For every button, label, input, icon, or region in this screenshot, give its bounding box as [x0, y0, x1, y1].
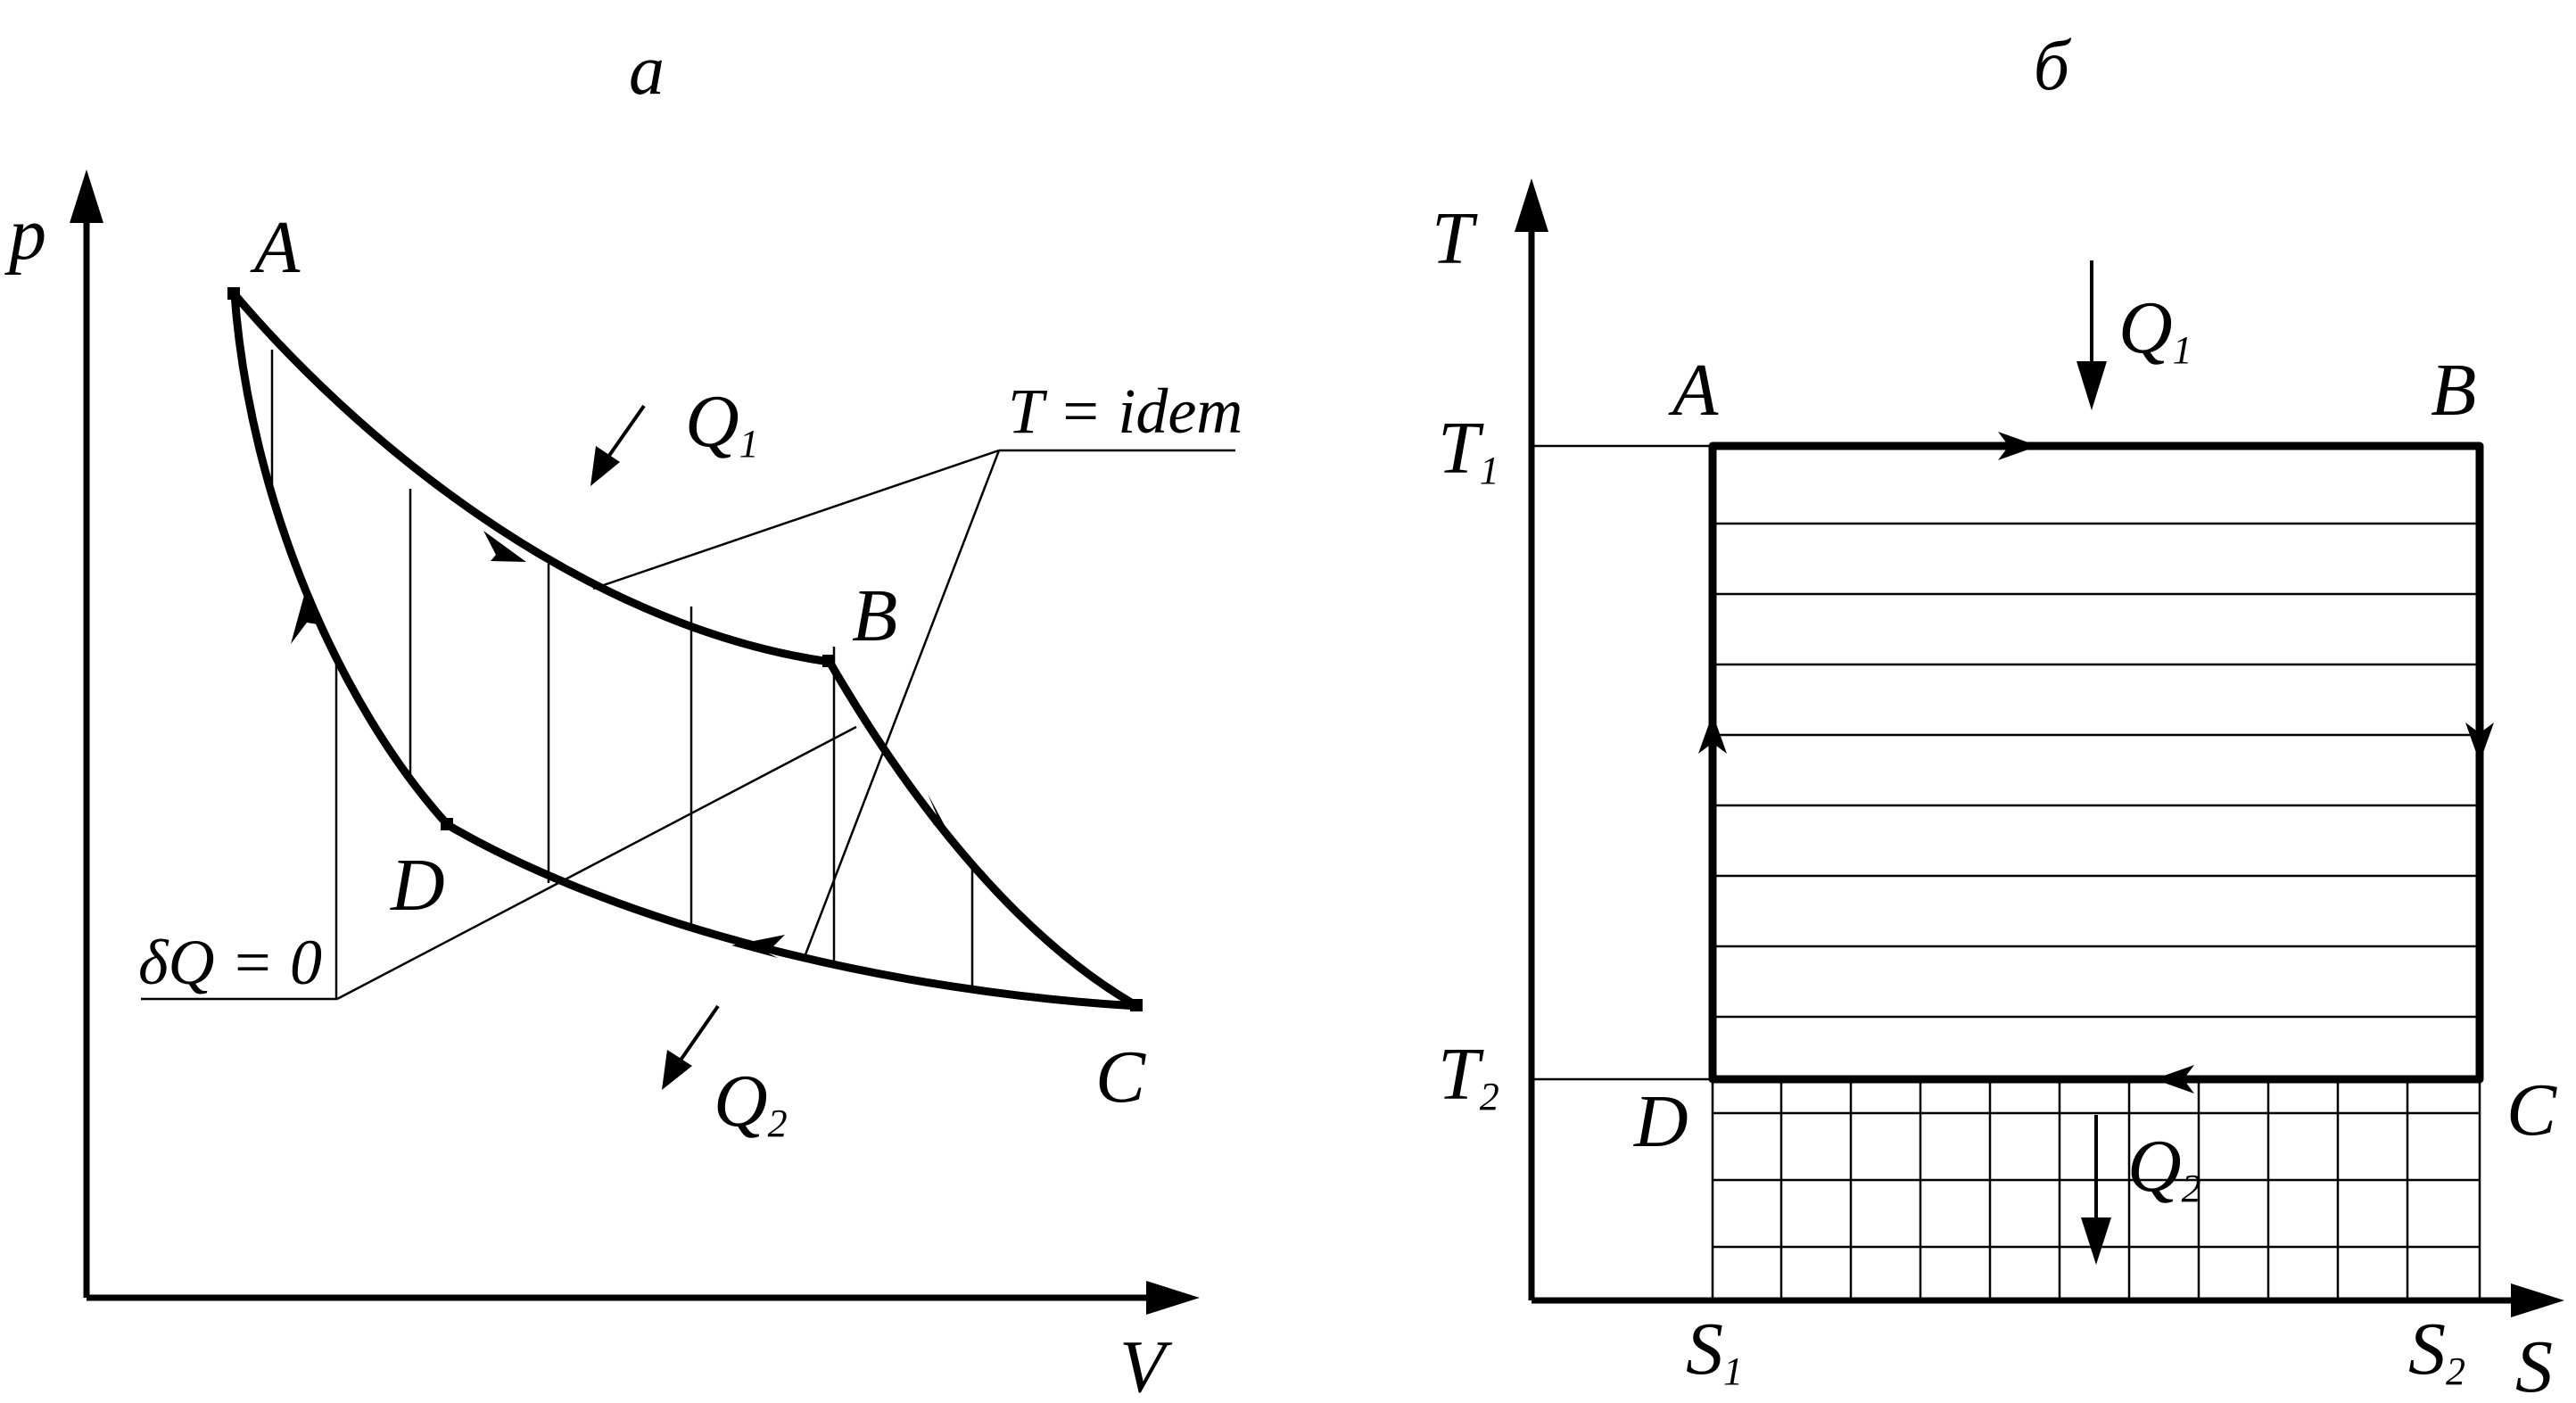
q1-heat-arrowhead-icon [590, 446, 620, 486]
arrow-bc-ts-icon [2465, 722, 2494, 763]
isotherm-label: T = idem [1008, 376, 1243, 447]
adiabat-leader-lines [141, 725, 857, 1001]
arrow-da-icon [291, 589, 318, 644]
point-a-marker [227, 287, 240, 300]
isotherm-cd [443, 821, 1142, 1011]
point-a-label: A [250, 206, 301, 289]
point-d-label: D [390, 844, 445, 927]
ts-q1-label: Q1 [2118, 286, 2192, 372]
t2-label: T2 [1438, 1033, 1499, 1118]
isotherm-ab [230, 290, 834, 666]
arrow-ab-ts-icon [1998, 432, 2038, 460]
arrow-ab-icon [483, 531, 526, 562]
ts-point-a-label: A [1668, 349, 1719, 432]
adiabat-bc [825, 657, 1142, 1011]
point-c-label: C [1095, 1036, 1146, 1118]
p-axis-label: p [4, 193, 46, 276]
s-axis-label: S [2515, 1325, 2553, 1403]
pv-hatch-lines [270, 350, 974, 999]
arrow-cd-icon [731, 935, 785, 958]
s-axis-arrowhead [2511, 1283, 2564, 1317]
ts-q2-arrowhead-icon [2081, 1217, 2111, 1265]
isotherm-leader-lines [592, 449, 1235, 962]
v-axis-arrowhead [1146, 1281, 1200, 1315]
point-c-marker [1130, 999, 1143, 1011]
t-axis-label: T [1432, 197, 1478, 280]
adiabat-da [230, 290, 452, 829]
q2-label: Q2 [714, 1060, 788, 1145]
q2-heat-arrowhead-icon [662, 1050, 692, 1090]
ts-point-b-label: B [2431, 349, 2476, 432]
adiabat-label: δQ = 0 [138, 927, 322, 998]
arrow-bc-icon [928, 794, 952, 838]
work-area-hatching [1713, 522, 2480, 1019]
ts-q1-arrowhead-icon [2076, 361, 2107, 410]
panel-a-pv-diagram: а p V A [4, 31, 1243, 1403]
s2-label: S2 [2408, 1308, 2465, 1393]
ts-point-d-label: D [1633, 1080, 1688, 1163]
carnot-cycle-rectangle [1708, 442, 2484, 1084]
q2-heat-arrow-shaft [678, 1004, 720, 1063]
panel-b-title: б [2034, 27, 2072, 105]
arrow-cd-ts-icon [2154, 1065, 2194, 1094]
rejected-heat-grid [1711, 1079, 2481, 1300]
ts-q2-label: Q2 [2127, 1125, 2201, 1210]
t1-label: T1 [1438, 407, 1499, 492]
s1-label: S1 [1686, 1308, 1743, 1393]
t-axis-arrowhead [1515, 178, 1548, 232]
point-b-label: B [852, 574, 897, 657]
panel-a-title: а [629, 31, 665, 110]
q1-label: Q1 [685, 380, 759, 466]
v-axis-label: V [1119, 1325, 1173, 1403]
panel-b-ts-diagram: б T S T1 T2 [1432, 27, 2564, 1403]
p-axis-arrowhead [70, 169, 103, 223]
ts-point-c-label: C [2506, 1069, 2557, 1151]
point-b-marker [822, 655, 835, 667]
point-d-marker [441, 818, 453, 830]
q1-heat-arrow-shaft [605, 404, 646, 461]
arrow-da-ts-icon [1698, 714, 1727, 754]
